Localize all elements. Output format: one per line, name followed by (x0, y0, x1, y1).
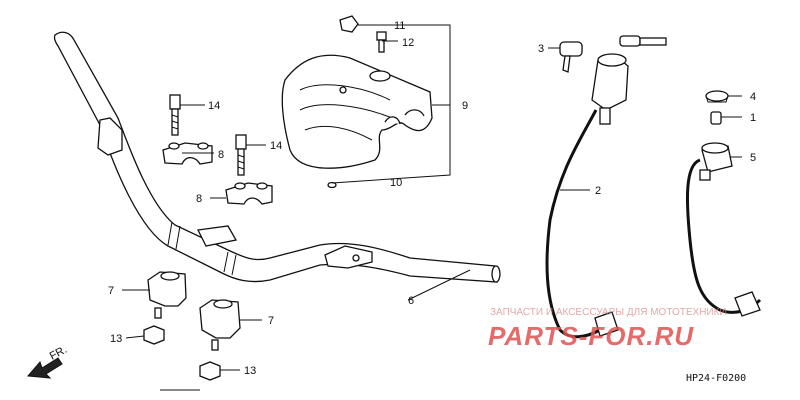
callout-3: 3 (538, 43, 544, 55)
callout-9: 9 (462, 100, 468, 112)
upper-holder-bottom (225, 182, 273, 205)
handlebar (53, 31, 501, 283)
clip-11 (339, 15, 359, 33)
ignition-switch (591, 35, 667, 125)
front-arrow-label: FR. (48, 344, 69, 363)
callout-5: 5 (750, 152, 756, 164)
callout-11: 11 (394, 20, 405, 32)
callout-1: 1 (750, 112, 756, 124)
key-3 (559, 41, 583, 73)
callout-14a: 14 (208, 100, 220, 112)
nut-13-left (143, 307, 165, 345)
callout-4: 4 (750, 91, 756, 103)
nut-13-right (199, 339, 221, 381)
callout-10: 10 (390, 177, 402, 189)
callout-8a: 8 (218, 149, 224, 161)
callout-7a: 7 (108, 285, 114, 297)
callout-8b: 8 (196, 193, 202, 205)
callout-7b: 7 (268, 315, 274, 327)
callout-2: 2 (595, 185, 601, 197)
leader-lines (122, 24, 742, 391)
lower-holder-left (147, 271, 187, 307)
part-1 (710, 111, 722, 125)
watermark-line1: ЗАПЧАСТИ И АКСЕССУАРЫ ДЛЯ МОТОТЕХНИКИ (490, 307, 727, 318)
switch-harness (685, 158, 762, 317)
cap-4 (705, 90, 729, 103)
watermark-line2: PARTS-FOR.RU (488, 321, 694, 351)
ignition-harness (545, 109, 619, 339)
callouts: 11 12 9 10 14 14 8 8 7 7 13 13 6 2 3 4 1… (108, 20, 756, 377)
diagram-code: HP24-F0200 (686, 373, 746, 384)
callout-13b: 13 (244, 365, 256, 377)
watermark: ЗАПЧАСТИ И АКСЕССУАРЫ ДЛЯ МОТОТЕХНИКИ PA… (488, 307, 727, 351)
callout-12: 12 (402, 37, 414, 49)
lower-holder-right (199, 299, 241, 339)
bolt-14-left (169, 94, 181, 136)
switch-5 (699, 142, 733, 181)
front-arrow: FR. (26, 344, 69, 379)
handlebar-cover (281, 54, 433, 169)
callout-14b: 14 (270, 140, 282, 152)
screw-12 (376, 31, 387, 53)
bolt-14-right (235, 134, 247, 176)
callout-13a: 13 (110, 333, 122, 345)
callout-6: 6 (408, 295, 414, 307)
